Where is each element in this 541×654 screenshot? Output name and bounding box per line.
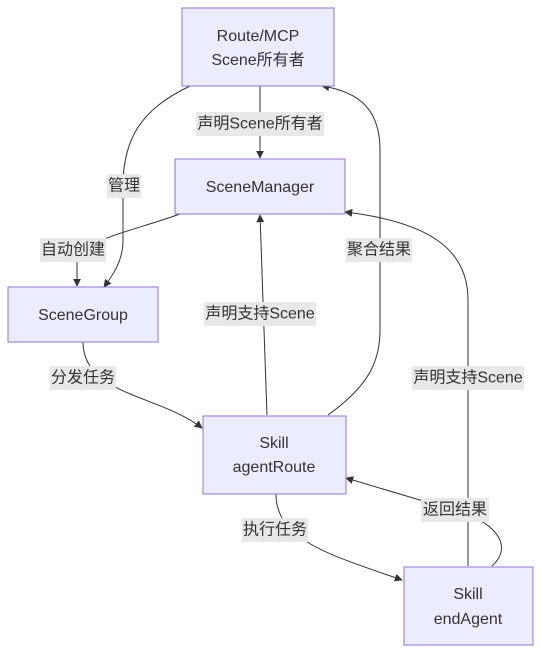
- edge-label-route-to-manager: 声明Scene所有者: [196, 112, 324, 136]
- edge-label-text: 自动创建: [41, 241, 105, 259]
- edge-label-end-agent-to-agent-route: 返回结果: [421, 498, 489, 522]
- node-scene-group-label: SceneGroup: [38, 307, 128, 324]
- node-scene-manager-label: SceneManager: [206, 179, 315, 196]
- node-route-mcp: Route/MCP Scene所有者: [181, 7, 335, 87]
- node-route-mcp-line2: Scene所有者: [211, 51, 304, 69]
- edge-label-agent-route-to-end-agent: 执行任务: [242, 518, 308, 542]
- node-skill-end-agent-line2: endAgent: [434, 611, 503, 628]
- edge-agent-route-to-end-agent: [275, 493, 403, 582]
- edge-label-text: 执行任务: [243, 521, 307, 539]
- edge-label-agent-route-to-route: 聚合结果: [346, 238, 412, 262]
- node-skill-end-agent-line1: Skill: [453, 586, 482, 603]
- edge-label-group-to-agent-route: 分发任务: [50, 366, 116, 390]
- edge-label-agent-route-to-manager: 声明支持Scene: [204, 302, 316, 326]
- node-skill-agent-route-line1: Skill: [259, 435, 288, 452]
- node-skill-agent-route-line2: agentRoute: [233, 459, 316, 476]
- node-scene-manager: SceneManager: [174, 158, 346, 215]
- node-scene-group: SceneGroup: [7, 286, 159, 343]
- edge-group-to-agent-route: [82, 341, 203, 429]
- edge-label-manager-to-group: 自动创建: [40, 238, 106, 262]
- edge-label-text: 声明支持Scene: [205, 305, 314, 323]
- edge-end-agent-to-manager: [344, 208, 469, 566]
- edge-label-text: 声明支持Scene: [413, 369, 522, 387]
- edge-label-text: 声明Scene所有者: [197, 115, 322, 133]
- edge-label-route-to-group: 管理: [107, 174, 141, 198]
- node-skill-end-agent: Skill endAgent: [403, 566, 534, 646]
- edge-label-text: 聚合结果: [347, 241, 411, 259]
- node-skill-agent-route: Skill agentRoute: [202, 415, 347, 495]
- edge-label-text: 管理: [108, 177, 140, 195]
- edge-label-end-agent-to-manager: 声明支持Scene: [412, 366, 524, 390]
- edge-label-text: 分发任务: [51, 369, 115, 387]
- node-route-mcp-line1: Route/MCP: [217, 28, 300, 45]
- edge-label-text: 返回结果: [423, 501, 487, 519]
